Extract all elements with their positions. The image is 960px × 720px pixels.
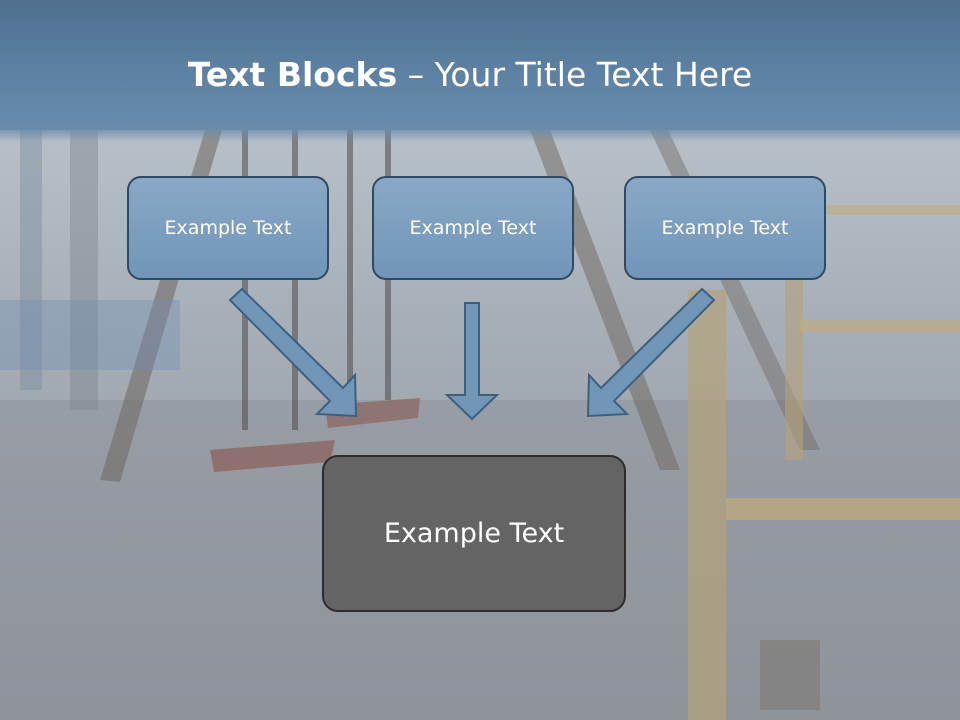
arrow-left-icon	[228, 287, 358, 418]
title-rest-part: – Your Title Text Here	[397, 55, 753, 94]
slide-title: Text Blocks – Your Title Text Here	[0, 52, 940, 98]
title-bold-part: Text Blocks	[187, 55, 398, 94]
arrow-right-icon	[586, 287, 716, 418]
example-text-box-center[interactable]: Example Text	[372, 176, 574, 280]
example-text-box-main[interactable]: Example Text	[322, 455, 626, 612]
example-text-box-left[interactable]: Example Text	[127, 176, 329, 280]
arrow-center-icon	[444, 302, 500, 421]
title-band	[0, 0, 960, 142]
example-text-box-right[interactable]: Example Text	[624, 176, 826, 280]
